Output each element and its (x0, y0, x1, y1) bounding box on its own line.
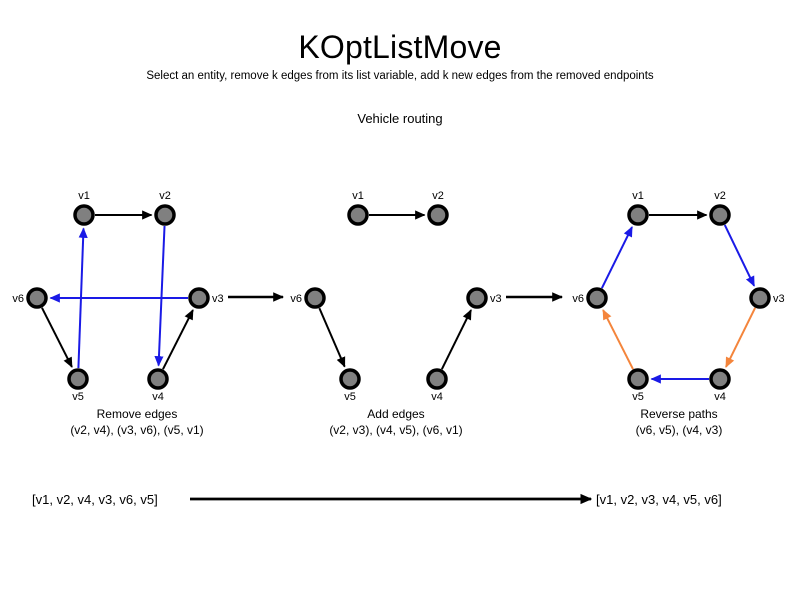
node-label-v4: v4 (431, 391, 443, 403)
node-label-v2: v2 (159, 190, 171, 202)
caption-title-panel-reverse: Reverse paths (640, 407, 717, 421)
node-v1 (347, 204, 369, 226)
node-label-v2: v2 (432, 190, 444, 202)
nodes-group: v1 v2 v3 v4 v5 v6 v1 v2 v3 v4 v5 v6 v1 v2 v3 v4 v5 v6 (12, 190, 784, 403)
edge-v6-to-v1 (600, 226, 633, 289)
node-v6 (26, 287, 48, 309)
node-label-v6: v6 (12, 293, 24, 305)
node-v2 (709, 204, 731, 226)
node-v5 (627, 368, 649, 390)
page-subtitle: Select an entity, remove k edges from it… (146, 70, 654, 82)
node-label-v6: v6 (572, 293, 584, 305)
node-v3 (188, 287, 210, 309)
edge-v2-to-v4 (154, 225, 166, 367)
node-v6 (304, 287, 326, 309)
node-label-v4: v4 (714, 391, 726, 403)
edge-v5-to-v6 (602, 309, 634, 370)
node-label-v1: v1 (632, 190, 644, 202)
edge-v2-to-v3 (723, 224, 756, 287)
caption-detail-panel-remove: (v2, v4), (v3, v6), (v5, v1) (70, 423, 203, 437)
edge-v6-to-v5 (41, 307, 73, 368)
node-label-v5: v5 (344, 391, 356, 403)
node-v1 (73, 204, 95, 226)
list-transition-group: [v1, v2, v4, v3, v6, v5] [v1, v2, v3, v4,… (32, 492, 722, 507)
node-label-v2: v2 (714, 190, 726, 202)
node-v2 (154, 204, 176, 226)
edge-v4-to-v3 (440, 309, 472, 370)
edge-v4-to-v3 (162, 309, 194, 370)
page-title: KOptListMove (298, 29, 502, 65)
node-label-v5: v5 (632, 391, 644, 403)
edge-v3-to-v4 (725, 307, 757, 368)
node-v6 (586, 287, 608, 309)
node-label-v3: v3 (212, 293, 224, 305)
node-label-v3: v3 (490, 293, 502, 305)
node-label-v1: v1 (78, 190, 90, 202)
edges-group (41, 210, 757, 384)
caption-title-panel-remove: Remove edges (97, 407, 178, 421)
list-before: [v1, v2, v4, v3, v6, v5] (32, 492, 158, 507)
node-label-v3: v3 (773, 293, 785, 305)
node-v5 (339, 368, 361, 390)
node-v5 (67, 368, 89, 390)
node-label-v6: v6 (290, 293, 302, 305)
node-v4 (426, 368, 448, 390)
node-v4 (709, 368, 731, 390)
node-v3 (466, 287, 488, 309)
node-v3 (749, 287, 771, 309)
node-label-v4: v4 (152, 391, 164, 403)
list-after: [v1, v2, v3, v4, v5, v6] (596, 492, 722, 507)
node-label-v5: v5 (72, 391, 84, 403)
node-label-v1: v1 (352, 190, 364, 202)
node-v1 (627, 204, 649, 226)
node-v2 (427, 204, 449, 226)
node-v4 (147, 368, 169, 390)
caption-detail-panel-add: (v2, v3), (v4, v5), (v6, v1) (329, 423, 462, 437)
caption-title-panel-add: Add edges (367, 407, 424, 421)
caption-detail-panel-reverse: (v6, v5), (v4, v3) (636, 423, 723, 437)
section-label-vehicle-routing: Vehicle routing (357, 111, 443, 126)
captions-group: Remove edges (v2, v4), (v3, v6), (v5, v1)… (70, 407, 722, 437)
edge-v6-to-v5 (318, 307, 346, 368)
